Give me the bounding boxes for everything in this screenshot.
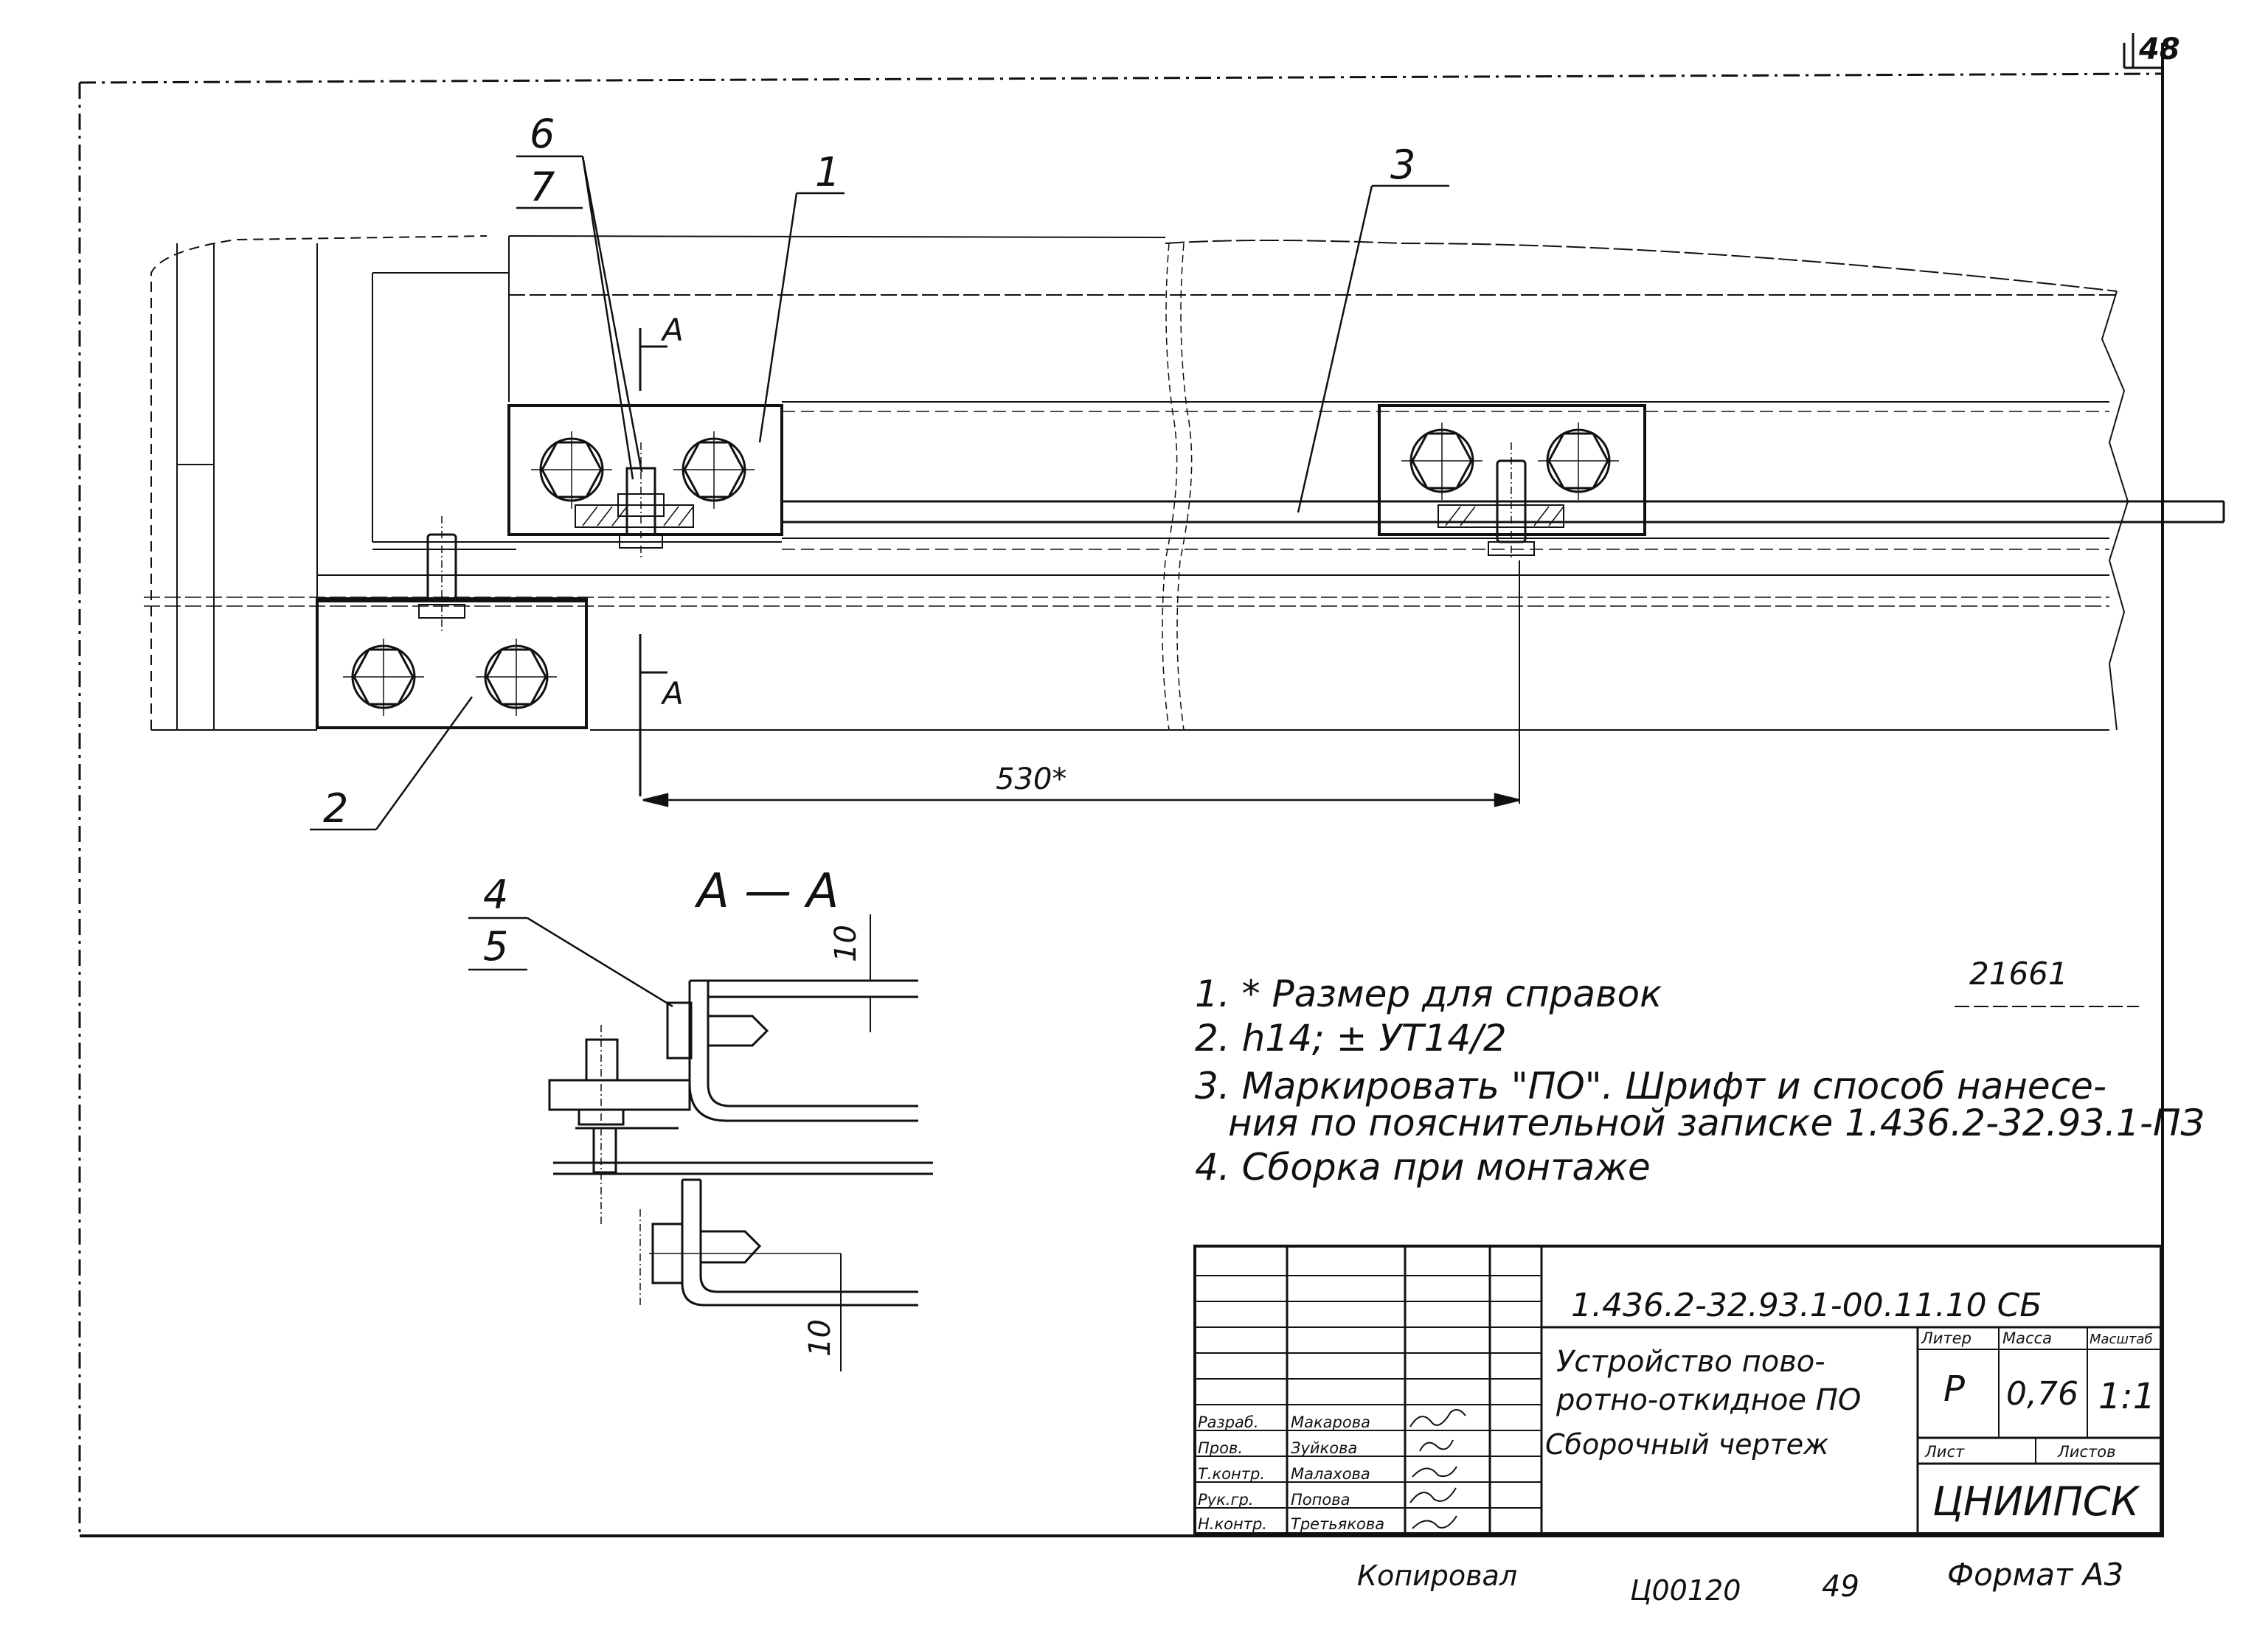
lit-value: Р — [1943, 1369, 1965, 1410]
role-3: Т.контр. — [1198, 1465, 1265, 1483]
section-view — [548, 914, 933, 1371]
callout-7: 7 — [530, 164, 555, 210]
header-mass: Масса — [2002, 1329, 2052, 1347]
sheet-label: Лист — [1924, 1443, 1965, 1461]
callout-1: 1 — [815, 149, 840, 195]
header-lit: Литер — [1921, 1329, 1972, 1347]
stamp-number: 21661 — [1969, 956, 2068, 992]
role-2: Пров. — [1198, 1439, 1243, 1457]
name-1: Макарова — [1291, 1413, 1370, 1431]
sheet-number: 48 — [2138, 32, 2180, 66]
signatures — [1409, 1408, 1466, 1529]
header-scale: Масштаб — [2090, 1332, 2153, 1347]
role-1: Разраб. — [1198, 1413, 1259, 1431]
dimension-label-bottom-10: 10 — [803, 1319, 837, 1357]
notes-block: 1. * Размер для справок 2. h14; ± УТ14/2… — [1195, 973, 2205, 1189]
footer-copied: Копировал — [1357, 1559, 1517, 1592]
name-5: Третьякова — [1291, 1515, 1384, 1533]
callout-3: 3 — [1390, 142, 1415, 188]
dimension-530 — [642, 793, 1520, 807]
footer-format: Формат А3 — [1947, 1557, 2123, 1593]
section-marker-top: A — [660, 312, 684, 348]
callout-5: 5 — [483, 923, 508, 970]
name-3: Малахова — [1291, 1465, 1370, 1483]
section-marker-bottom: A — [660, 675, 684, 712]
drawing-designation: 1.436.2-32.93.1-00.11.10 СБ — [1571, 1287, 2042, 1324]
footer-code: Ц00120 — [1630, 1574, 1741, 1607]
mass-value: 0,76 — [2006, 1375, 2078, 1413]
bolt-heads — [343, 422, 1619, 716]
section-title: A — A — [694, 864, 839, 919]
name-2: Зуйкова — [1291, 1439, 1357, 1457]
scale-value: 1:1 — [2098, 1376, 2155, 1417]
drawing-name-line-1: Устройство пово- — [1556, 1345, 1825, 1379]
drawing-name-line-2: ротно-откидное ПО — [1556, 1383, 1861, 1417]
dimension-label-top-10: 10 — [829, 925, 863, 962]
main-view — [144, 235, 2225, 804]
note-3: 3. Маркировать "ПО". Шрифт и способ нане… — [1195, 1065, 2106, 1107]
callout-4: 4 — [483, 872, 508, 918]
note-1: 1. * Размер для справок — [1195, 973, 1662, 1015]
sheets-label: Листов — [2057, 1443, 2115, 1461]
dimension-label-530: 530* — [996, 762, 1067, 796]
drawing-name-line-3: Сборочный чертеж — [1545, 1428, 1828, 1461]
note-2: 2. h14; ± УТ14/2 — [1195, 1017, 1507, 1060]
role-5: Н.контр. — [1198, 1515, 1267, 1533]
title-block — [1193, 1245, 2163, 1535]
note-4: 4. Сборка при монтаже — [1195, 1146, 1651, 1189]
footer-page: 49 — [1822, 1570, 1859, 1604]
callout-6: 6 — [530, 111, 555, 157]
note-3-cont: ния по пояснительной записке 1.436.2-32.… — [1228, 1102, 2205, 1144]
callout-2: 2 — [323, 785, 348, 832]
role-4: Рук.гр. — [1198, 1491, 1254, 1509]
name-4: Попова — [1291, 1491, 1350, 1509]
leaders — [310, 155, 1449, 1008]
organization: ЦНИИПСК — [1932, 1478, 2141, 1525]
